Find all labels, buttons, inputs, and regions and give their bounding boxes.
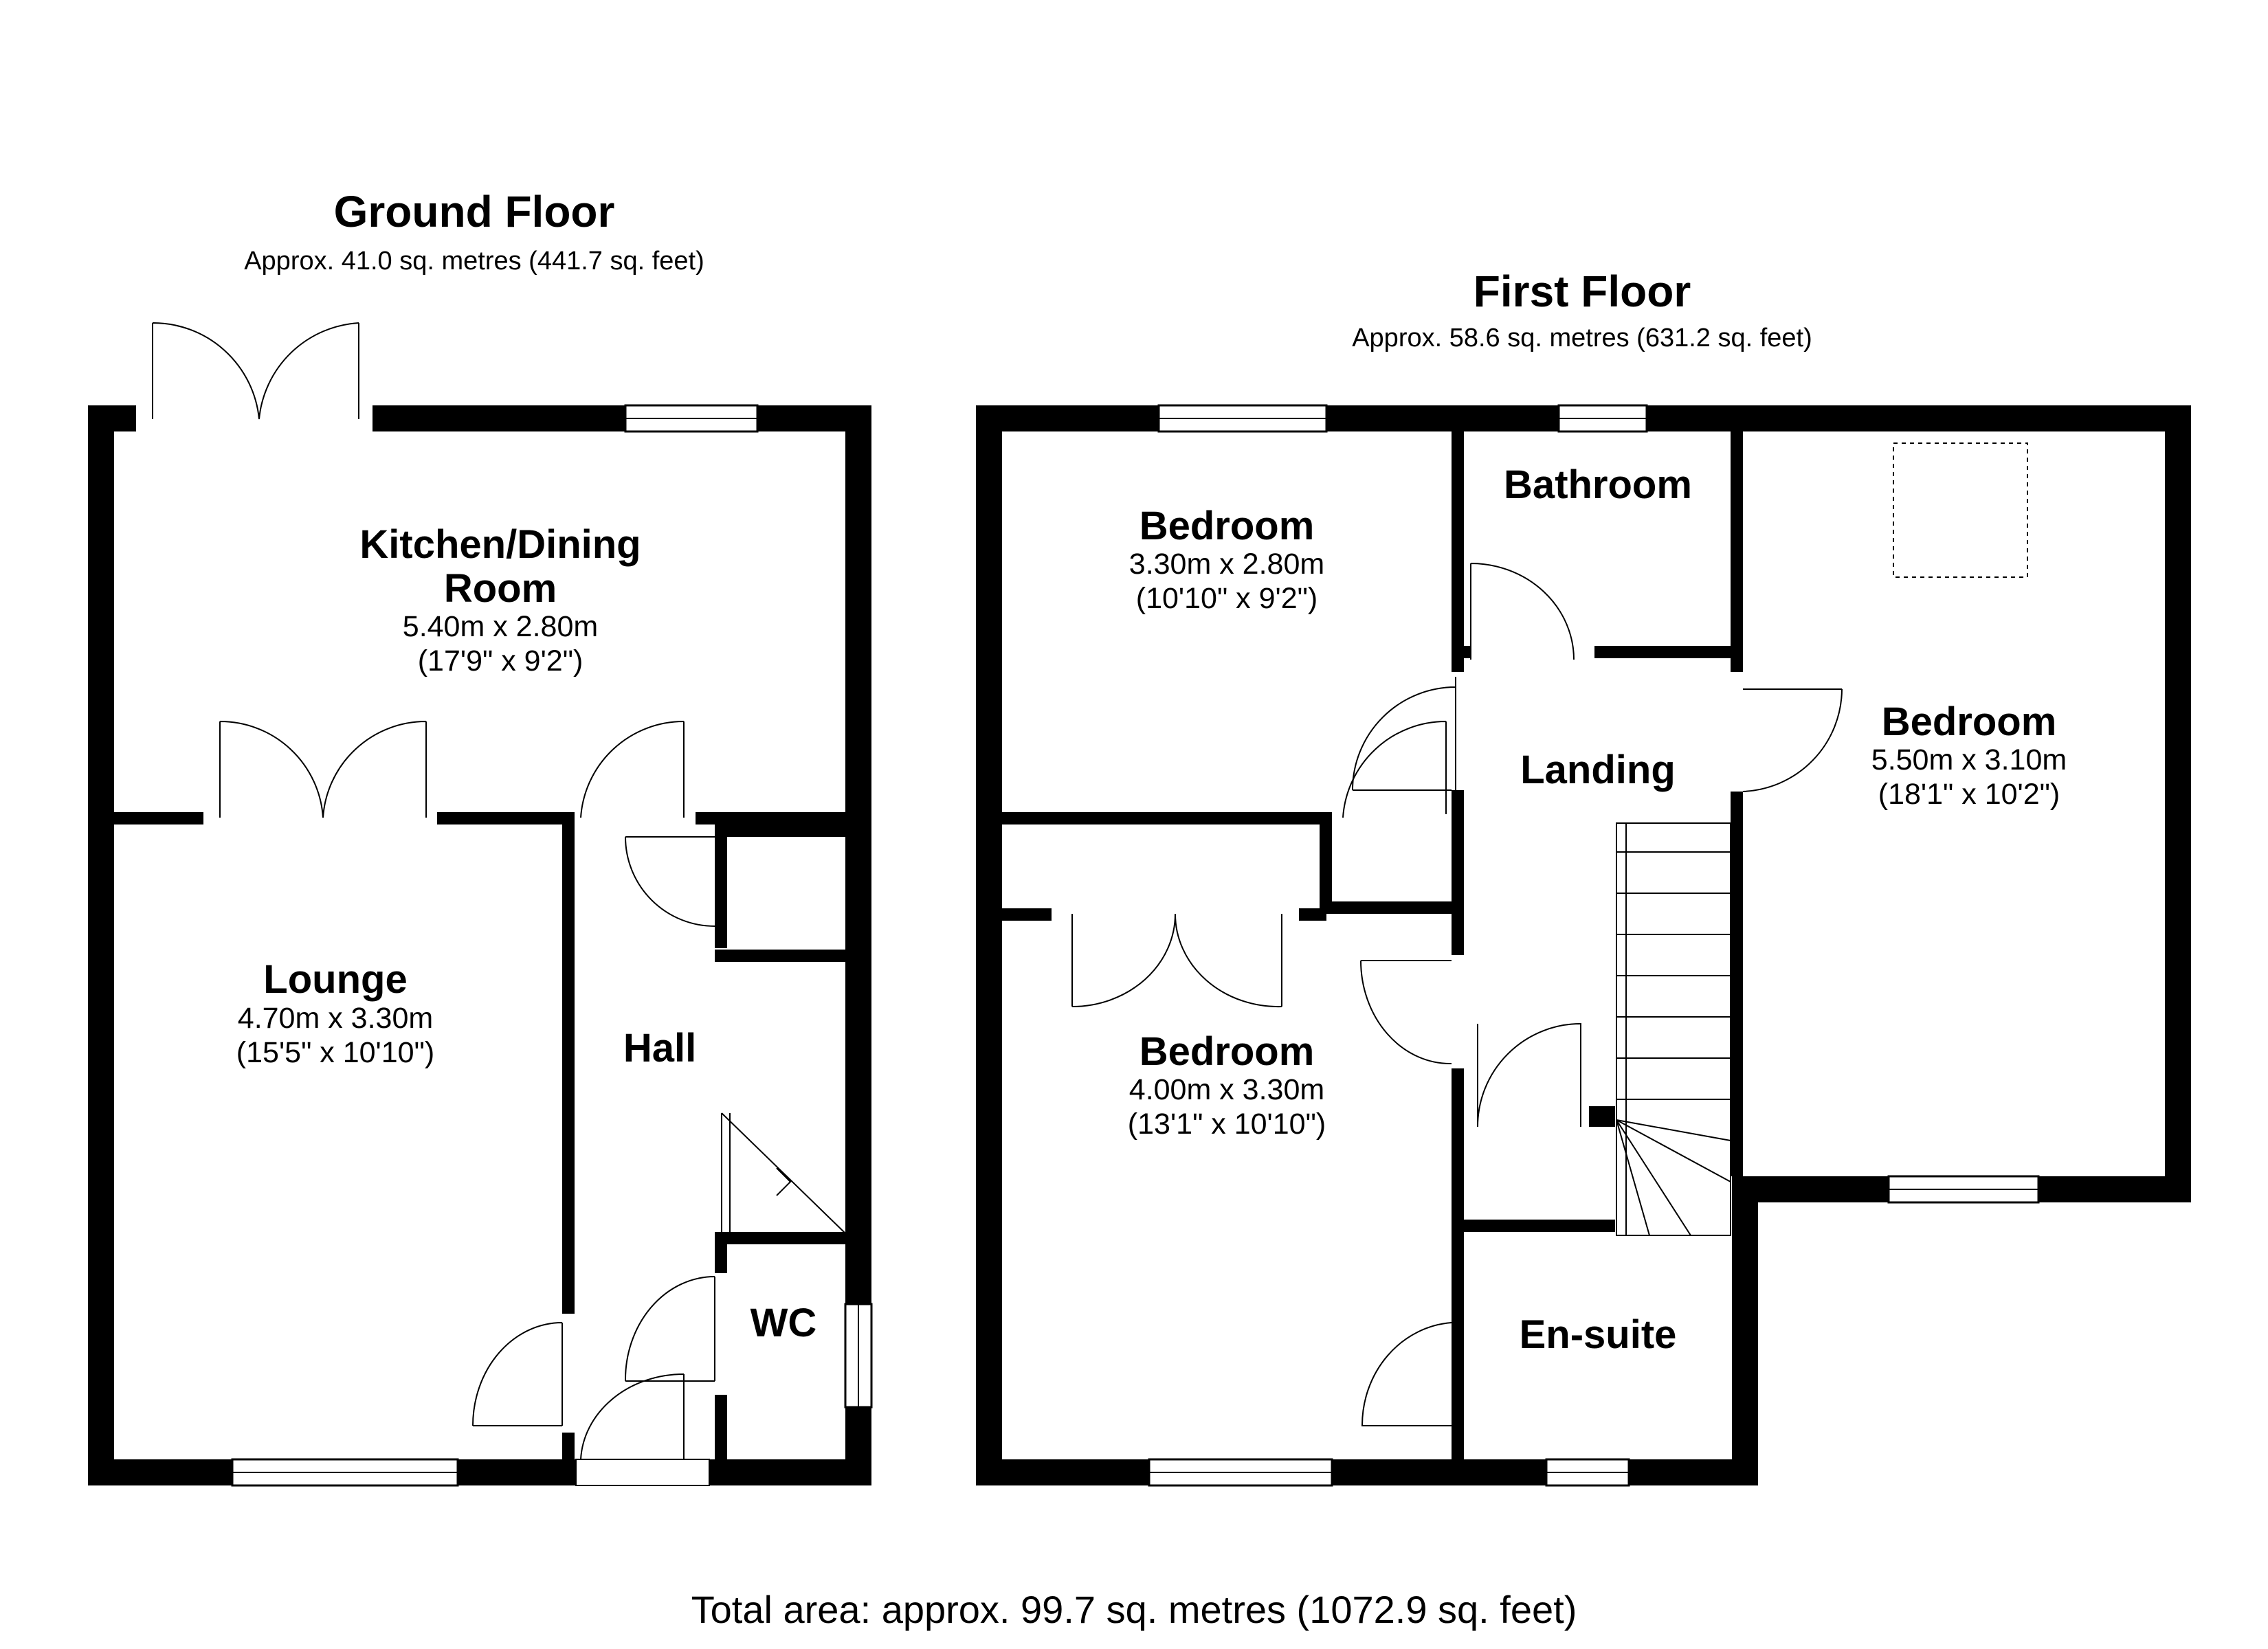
wall xyxy=(1732,1176,1758,1485)
wall xyxy=(709,1459,871,1485)
ensuite-name: En-suite xyxy=(1520,1312,1677,1357)
wall xyxy=(715,1232,727,1273)
total-area: Total area: approx. 99.7 sq. metres (107… xyxy=(691,1588,1577,1631)
wall xyxy=(1320,901,1464,914)
bathroom-name: Bathroom xyxy=(1504,462,1692,507)
window xyxy=(231,1458,459,1487)
understairs xyxy=(721,1112,846,1234)
bedroom-name: Bedroom xyxy=(1882,699,2057,744)
lounge-name: Lounge xyxy=(263,957,407,1002)
bedroom-name: Bedroom xyxy=(1139,504,1315,548)
door xyxy=(1360,960,1452,1065)
door xyxy=(580,720,685,818)
door xyxy=(1361,1322,1452,1426)
wall xyxy=(715,824,727,948)
lounge-dimensions: (15'5" x 10'10") xyxy=(236,1036,434,1069)
door xyxy=(1470,563,1575,660)
kitchen-dimensions: (17'9" x 9'2") xyxy=(418,644,583,677)
bedroom-dimensions: 3.30m x 2.80m xyxy=(1129,548,1324,581)
door xyxy=(580,1373,685,1460)
first-floor-title: First Floor xyxy=(1474,267,1691,316)
kitchen-dimensions: 5.40m x 2.80m xyxy=(403,610,598,643)
wall xyxy=(1299,908,1326,921)
door xyxy=(624,1276,715,1382)
ground-floor-title: Ground Floor xyxy=(334,187,615,236)
wall xyxy=(1731,792,1743,1176)
wall xyxy=(715,824,845,837)
window xyxy=(624,404,759,433)
wall xyxy=(976,1459,1758,1485)
wall xyxy=(1464,646,1471,658)
wall xyxy=(1452,1068,1464,1460)
door xyxy=(1742,688,1843,792)
wall xyxy=(562,812,575,1314)
window xyxy=(844,1303,873,1409)
wall xyxy=(562,1433,575,1474)
wall xyxy=(1320,812,1332,901)
french-door xyxy=(219,720,427,818)
french-door xyxy=(1071,913,1282,1008)
wall xyxy=(88,405,136,431)
wall xyxy=(1589,1106,1615,1127)
bedroom-dimensions: 5.50m x 3.10m xyxy=(1871,743,2067,776)
wall xyxy=(1464,1220,1615,1232)
ground-floor-plan: Ground Floor Approx. 41.0 sq. metres (44… xyxy=(88,187,873,1487)
wall xyxy=(1594,646,1743,658)
wall xyxy=(715,950,845,962)
wall xyxy=(437,812,568,824)
front-door-threshold xyxy=(575,1459,710,1486)
bedroom-dimensions: 4.00m x 3.30m xyxy=(1129,1073,1324,1106)
wall xyxy=(1731,431,1743,672)
door xyxy=(1477,1022,1581,1128)
wall xyxy=(976,405,1002,1485)
door xyxy=(472,1322,563,1426)
wall xyxy=(2165,405,2191,1202)
wall xyxy=(373,405,871,431)
wall xyxy=(715,1232,845,1244)
window xyxy=(1887,1175,2040,1204)
kitchen-name: Room xyxy=(444,566,557,611)
bedroom-dimensions: (13'1" x 10'10") xyxy=(1128,1108,1326,1141)
lounge-dimensions: 4.70m x 3.30m xyxy=(238,1002,433,1035)
bedroom-dimensions: (10'10" x 9'2") xyxy=(1136,582,1318,615)
wall xyxy=(1002,812,1332,824)
french-door xyxy=(152,322,359,420)
wall xyxy=(1002,908,1052,921)
wc-name: WC xyxy=(751,1301,817,1345)
wall xyxy=(88,405,114,1485)
window xyxy=(1557,404,1648,433)
hall-name: Hall xyxy=(623,1026,696,1070)
wall xyxy=(696,812,845,824)
landing-name: Landing xyxy=(1520,748,1676,792)
wall xyxy=(114,812,203,824)
roof-window xyxy=(1893,442,2028,578)
window xyxy=(1157,404,1328,433)
wall xyxy=(715,1395,727,1474)
bedroom-name: Bedroom xyxy=(1139,1029,1315,1074)
door xyxy=(1352,677,1456,791)
wall xyxy=(1452,431,1464,672)
ground-floor-area: Approx. 41.0 sq. metres (441.7 sq. feet) xyxy=(244,247,704,276)
wall xyxy=(1452,824,1464,955)
door xyxy=(625,836,715,927)
first-floor-area: Approx. 58.6 sq. metres (631.2 sq. feet) xyxy=(1352,324,1812,352)
wall xyxy=(1452,790,1464,824)
window xyxy=(1148,1458,1333,1487)
first-floor-plan: First Floor Approx. 58.6 sq. metres (631… xyxy=(976,267,2191,1487)
kitchen-name: Kitchen/Dining xyxy=(359,522,641,567)
door xyxy=(1342,720,1447,818)
bedroom-dimensions: (18'1" x 10'2") xyxy=(1878,778,2060,811)
staircase xyxy=(1616,822,1731,1236)
window xyxy=(1545,1458,1630,1487)
